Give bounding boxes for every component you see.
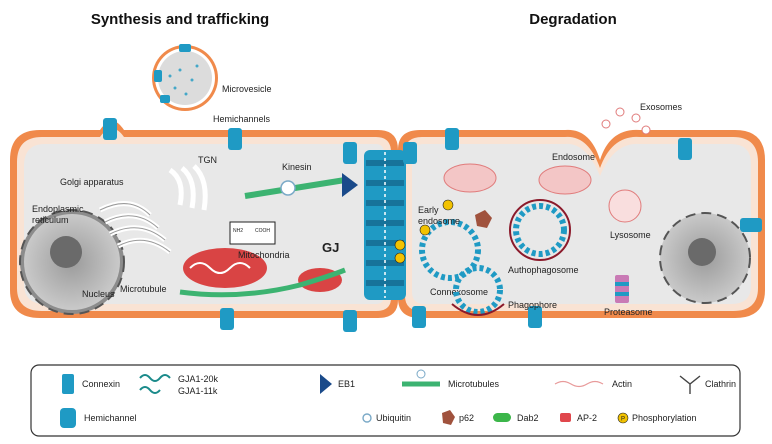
legend-clathrin-icon (679, 375, 701, 394)
legend-dab2: Dab2 (517, 413, 539, 423)
er-label-line1: Endoplasmic (32, 204, 84, 214)
phagophore-label: Phagophore (508, 300, 557, 310)
eb1-tip (342, 173, 358, 197)
autophagosome-label: Authophagosome (508, 265, 579, 275)
legend-p62: p62 (459, 413, 474, 423)
legend-clathrin: Clathrin (705, 379, 736, 389)
hemichannels-membrane (103, 118, 762, 332)
legend-phosphorylation: Phosphorylation (632, 413, 697, 423)
legend-connexin: Connexin (82, 379, 120, 389)
legend-gja1-20k: GJA1-20k (178, 374, 219, 384)
phosphate-markers (394, 199, 454, 264)
legend-kinesin-icon (416, 369, 426, 379)
exosomes (601, 107, 651, 135)
legend-eb1: EB1 (338, 379, 355, 389)
hemichannels-label: Hemichannels (213, 114, 271, 124)
microvesicle (152, 44, 218, 111)
heading-synthesis: Synthesis and trafficking (91, 11, 269, 28)
microtubule-lower (179, 267, 346, 298)
legend-gja1-icon-2 (139, 386, 161, 394)
microvesicle-label: Microvesicle (222, 84, 272, 94)
phagophore (451, 265, 505, 316)
legend-phospho-icon (617, 412, 629, 424)
kinesin-label: Kinesin (282, 162, 312, 172)
legend-ap2-icon (560, 413, 571, 422)
legend-microtubules: Microtubules (448, 379, 500, 389)
lysosome-label: Lysosome (610, 230, 651, 240)
legend: Connexin GJA1-20k GJA1-11k EB1 Microtubu… (30, 364, 741, 437)
nucleus (19, 209, 125, 315)
endosome-label: Endosome (552, 152, 595, 162)
early-endosome-label-1: Early (418, 205, 439, 215)
autophagosome (509, 199, 571, 261)
golgi-apparatus (168, 164, 208, 211)
mitochondria-label: Mitochondria (238, 250, 290, 260)
nucleus-label: Nucleus (82, 289, 115, 299)
legend-phospho-symbol: P (621, 417, 625, 423)
gj-label: GJ (322, 240, 339, 255)
legend-actin: Actin (612, 379, 632, 389)
gap-junction-plaque (364, 150, 406, 300)
lysosome (608, 189, 642, 223)
legend-ubiquitin-icon (362, 413, 372, 423)
p62-marker (475, 210, 492, 228)
legend-ap2: AP-2 (577, 413, 597, 423)
nucleus-right (659, 212, 751, 304)
legend-eb1-icon (320, 374, 332, 394)
mito-inset-nh2: NH2 (233, 228, 243, 234)
endosome (538, 165, 592, 195)
legend-dab2-icon (493, 413, 511, 422)
early-endosome-label-2: endosome (418, 216, 460, 226)
legend-hemichannel-icon (60, 408, 76, 428)
exosomes-label: Exosomes (640, 102, 683, 112)
legend-connexin-icon (62, 374, 74, 394)
microtubule-label: Microtubule (120, 284, 167, 294)
golgi-label: Golgi apparatus (60, 177, 124, 187)
proteasome-label: Proteasome (604, 307, 653, 317)
proteasome (615, 275, 629, 303)
tgn-label: TGN (198, 155, 217, 165)
er-outline (99, 203, 171, 253)
legend-p62-icon (442, 410, 455, 425)
legend-hemichannel: Hemichannel (84, 413, 137, 423)
legend-gja1-11k: GJA1-11k (178, 386, 218, 396)
legend-actin-icon (554, 380, 604, 388)
early-endosome (443, 163, 497, 193)
microtubule-track (244, 177, 346, 199)
connexosome (419, 219, 481, 281)
legend-ubiquitin: Ubiquitin (376, 413, 411, 423)
mito-inset (229, 221, 276, 245)
legend-gja1-icon (139, 374, 171, 382)
mito-inset-cooh: COOH (255, 228, 270, 234)
er-label-line2: reticulum (32, 215, 69, 225)
heading-degradation: Degradation (529, 11, 617, 28)
